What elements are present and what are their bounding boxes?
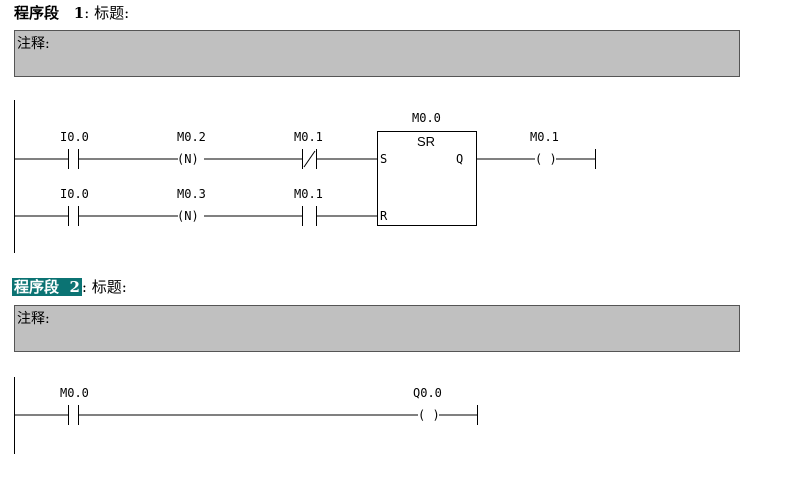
network-2-ladder[interactable]: M0.0 ( ) Q0.0 (0, 372, 789, 462)
contact-address: I0.0 (60, 187, 89, 201)
network-1-comment-label: 注释: (17, 36, 50, 52)
negative-edge-coil-m02[interactable]: (N) (177, 152, 199, 166)
network-1-title-label[interactable]: 标题: (94, 4, 130, 22)
negative-edge-coil-m03[interactable]: (N) (177, 209, 199, 223)
contact-no-m00[interactable] (68, 405, 79, 425)
contact-address: M0.1 (294, 130, 323, 144)
network-2-header[interactable]: 程序段 2: 标题: (12, 278, 127, 296)
network-2-comment-label: 注释: (17, 311, 50, 327)
contact-address: I0.0 (60, 130, 89, 144)
contact-address: M0.1 (294, 187, 323, 201)
output-coil-address: Q0.0 (413, 386, 442, 400)
contact-no-m01[interactable] (302, 206, 317, 226)
sr-flipflop-block[interactable] (377, 131, 477, 226)
edge-coil-address: M0.3 (177, 187, 206, 201)
network-1-comment-box[interactable]: 注释: (14, 30, 740, 77)
output-coil-m01[interactable]: ( ) (535, 152, 557, 166)
output-coil-address: M0.1 (530, 130, 559, 144)
network-1-header[interactable]: 程序段 1: 标题: (14, 4, 130, 22)
network-2-label-selected: 程序段 2 (12, 278, 82, 296)
sr-set-pin: S (380, 152, 387, 166)
contact-no-i00-rung2[interactable] (68, 206, 79, 226)
contact-address: M0.0 (60, 386, 89, 400)
sr-block-name: SR (417, 134, 435, 149)
output-coil-q00[interactable]: ( ) (418, 408, 440, 422)
network-1-number: 1 (73, 4, 85, 22)
contact-no-i00-rung1[interactable] (68, 149, 79, 169)
sr-reset-pin: R (380, 209, 388, 223)
network-2-comment-box[interactable]: 注释: (14, 305, 740, 352)
network-1-label: 程序段 (14, 4, 60, 22)
sr-output-pin: Q (456, 152, 463, 166)
contact-nc-m01[interactable] (302, 149, 317, 169)
edge-coil-address: M0.2 (177, 130, 206, 144)
network-2-title-label[interactable]: 标题: (91, 278, 127, 296)
sr-block-address: M0.0 (412, 111, 441, 125)
network-1-ladder[interactable]: I0.0 (N) M0.2 M0.1 M0.0 SR S R Q ( ) M0.… (0, 95, 789, 260)
